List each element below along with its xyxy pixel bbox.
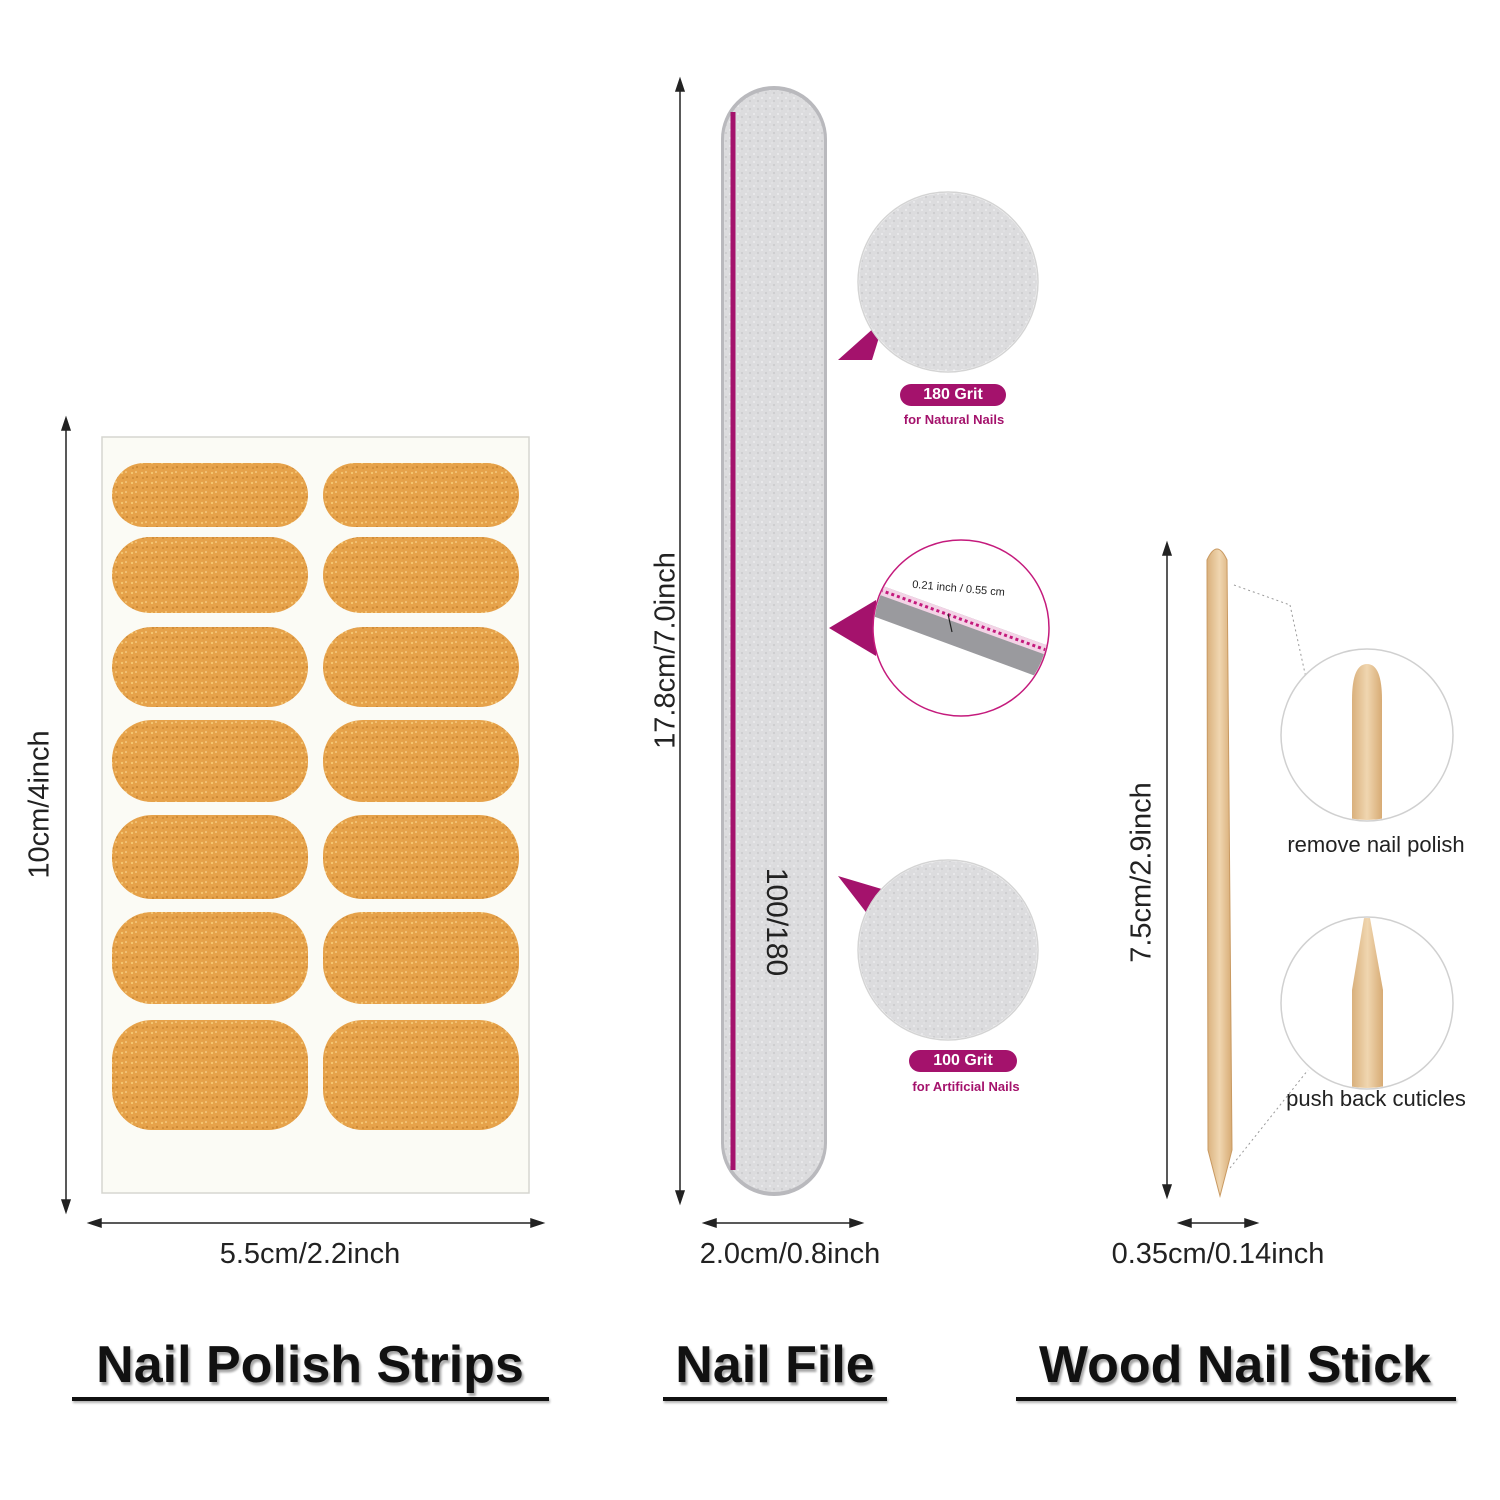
strips-height-label: 10cm/4inch bbox=[23, 730, 56, 879]
nail-sticker bbox=[112, 463, 308, 527]
stick-width-label: 0.35cm/0.14inch bbox=[1111, 1238, 1325, 1270]
strips-heading-underline bbox=[72, 1397, 549, 1401]
grit-100-badge: 100 Grit bbox=[909, 1050, 1017, 1072]
nail-sticker bbox=[323, 720, 519, 802]
nail-sticker bbox=[112, 627, 308, 707]
file-length-arrow bbox=[674, 76, 686, 1206]
callout-100-grit bbox=[838, 859, 1039, 1041]
nail-sticker bbox=[112, 1020, 308, 1130]
grit-100-note: for Artificial Nails bbox=[912, 1079, 1020, 1094]
nail-sticker bbox=[323, 1020, 519, 1130]
nail-sticker bbox=[112, 537, 308, 613]
tip-leader-lines bbox=[1229, 584, 1309, 1169]
stick-width-arrow bbox=[1176, 1217, 1260, 1229]
wood-stick bbox=[1206, 548, 1233, 1198]
nail-sticker bbox=[323, 537, 519, 613]
file-width-arrow bbox=[701, 1217, 865, 1229]
tip-circle-bottom bbox=[1280, 916, 1454, 1090]
nail-sticker bbox=[112, 720, 308, 802]
strips-width-arrow bbox=[86, 1217, 546, 1229]
nail-sticker bbox=[112, 912, 308, 1004]
file-heading: Nail File bbox=[675, 1336, 875, 1394]
tip-circle-top bbox=[1280, 648, 1454, 822]
stick-heading: Wood Nail Stick bbox=[1039, 1336, 1431, 1394]
strips-height-arrow bbox=[60, 415, 72, 1215]
nail-sticker bbox=[323, 815, 519, 899]
stick-length-label: 7.5cm/2.9inch bbox=[1125, 782, 1158, 963]
nail-sticker bbox=[323, 463, 519, 527]
nail-sticker bbox=[112, 815, 308, 899]
stick-length-arrow bbox=[1161, 540, 1173, 1200]
callout-180-grit bbox=[838, 191, 1039, 373]
tip-bottom-caption: push back cuticles bbox=[1286, 1086, 1466, 1111]
grit-180-badge: 180 Grit bbox=[900, 384, 1006, 406]
nail-sticker bbox=[323, 627, 519, 707]
strips-width-label: 5.5cm/2.2inch bbox=[219, 1238, 401, 1270]
grit-180-note: for Natural Nails bbox=[903, 412, 1005, 427]
nail-stickers bbox=[112, 463, 519, 1130]
nail-file bbox=[721, 86, 827, 1196]
file-width-label: 2.0cm/0.8inch bbox=[699, 1238, 881, 1270]
tip-top-caption: remove nail polish bbox=[1287, 832, 1465, 857]
file-heading-underline bbox=[663, 1397, 887, 1401]
strips-heading: Nail Polish Strips bbox=[96, 1336, 524, 1394]
file-length-label: 17.8cm/7.0inch bbox=[649, 552, 682, 749]
callout-thickness bbox=[829, 539, 1050, 717]
nail-sticker bbox=[323, 912, 519, 1004]
stick-heading-underline bbox=[1016, 1397, 1456, 1401]
file-grit-imprint: 100/180 bbox=[760, 867, 793, 977]
